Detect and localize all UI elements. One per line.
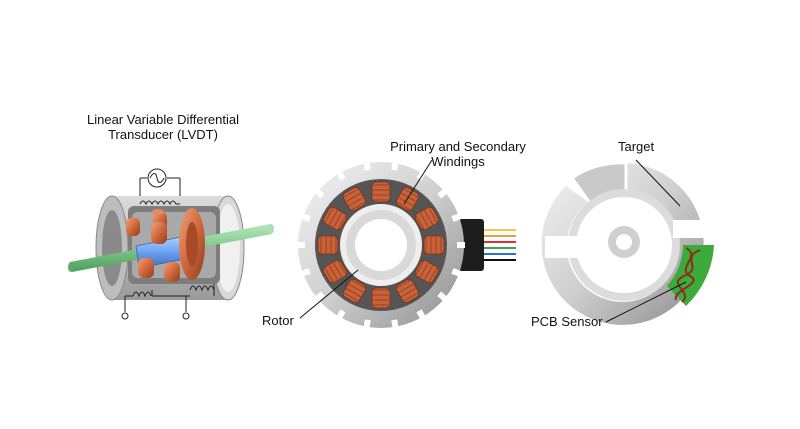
stator-coil (423, 235, 445, 255)
stator-notch (437, 188, 448, 199)
windings-leader (403, 159, 433, 205)
ac-source-icon (147, 168, 167, 188)
terminal-icon (121, 312, 190, 320)
resolver-diagram (297, 159, 516, 329)
windings-label-line2: Windings (431, 154, 485, 169)
lvdt-coils (126, 208, 205, 282)
stator-coil (323, 206, 348, 231)
stator-coil (342, 187, 367, 212)
stator-coil (317, 235, 339, 255)
stator-coil (395, 278, 420, 303)
stator-coil (323, 259, 348, 284)
lvdt-diagram (68, 168, 274, 320)
coil-icon (132, 200, 215, 298)
stator-notches (297, 161, 465, 329)
target-gap-right (673, 220, 713, 238)
stator-notch (451, 268, 461, 277)
stator-notch (437, 291, 448, 302)
lvdt-title: Linear Variable Differential Transducer … (78, 112, 248, 142)
windings-label: Primary and Secondary Windings (378, 139, 538, 169)
target-center-hole (616, 234, 632, 250)
stator-notch (363, 319, 371, 329)
stator-coil (414, 206, 439, 231)
stator-notch (336, 309, 346, 320)
lvdt-title-line1: Linear Variable Differential (87, 112, 239, 127)
stator-notch (391, 319, 399, 329)
pcb-sensor-label: PCB Sensor (531, 314, 603, 329)
stator-notch (416, 309, 426, 320)
target-label: Target (618, 139, 655, 154)
stator-notch (314, 188, 325, 199)
stator-notch (301, 213, 311, 222)
pcb-trace-2 (676, 249, 701, 303)
stator-notch (391, 161, 399, 171)
stator-notch (297, 242, 305, 248)
stator-notch (457, 242, 465, 248)
stator-notch (314, 291, 325, 302)
target-leader (635, 159, 681, 207)
stator-coil (342, 278, 367, 303)
stator-notch (301, 268, 311, 277)
lvdt-title-line2: Transducer (LVDT) (108, 127, 218, 142)
stator-notch (363, 161, 371, 171)
pcb-leader (605, 281, 687, 323)
stator-coil (371, 181, 391, 203)
rotor-label: Rotor (262, 313, 294, 328)
rotor-leader (299, 269, 359, 319)
rotor-tooth (349, 241, 359, 249)
target-gap-left (545, 236, 583, 258)
windings-label-line1: Primary and Secondary (390, 139, 526, 154)
stator-notch (451, 213, 461, 222)
resolver-wires (484, 229, 516, 261)
stator-notch (336, 170, 346, 181)
target-disc (541, 163, 704, 325)
stator-coils (317, 181, 445, 309)
stator-coil (371, 287, 391, 309)
rotor-bore (355, 219, 407, 271)
inductive-sensor-diagram (541, 159, 714, 325)
stator-coil (414, 259, 439, 284)
rotor-tooth (403, 241, 413, 249)
